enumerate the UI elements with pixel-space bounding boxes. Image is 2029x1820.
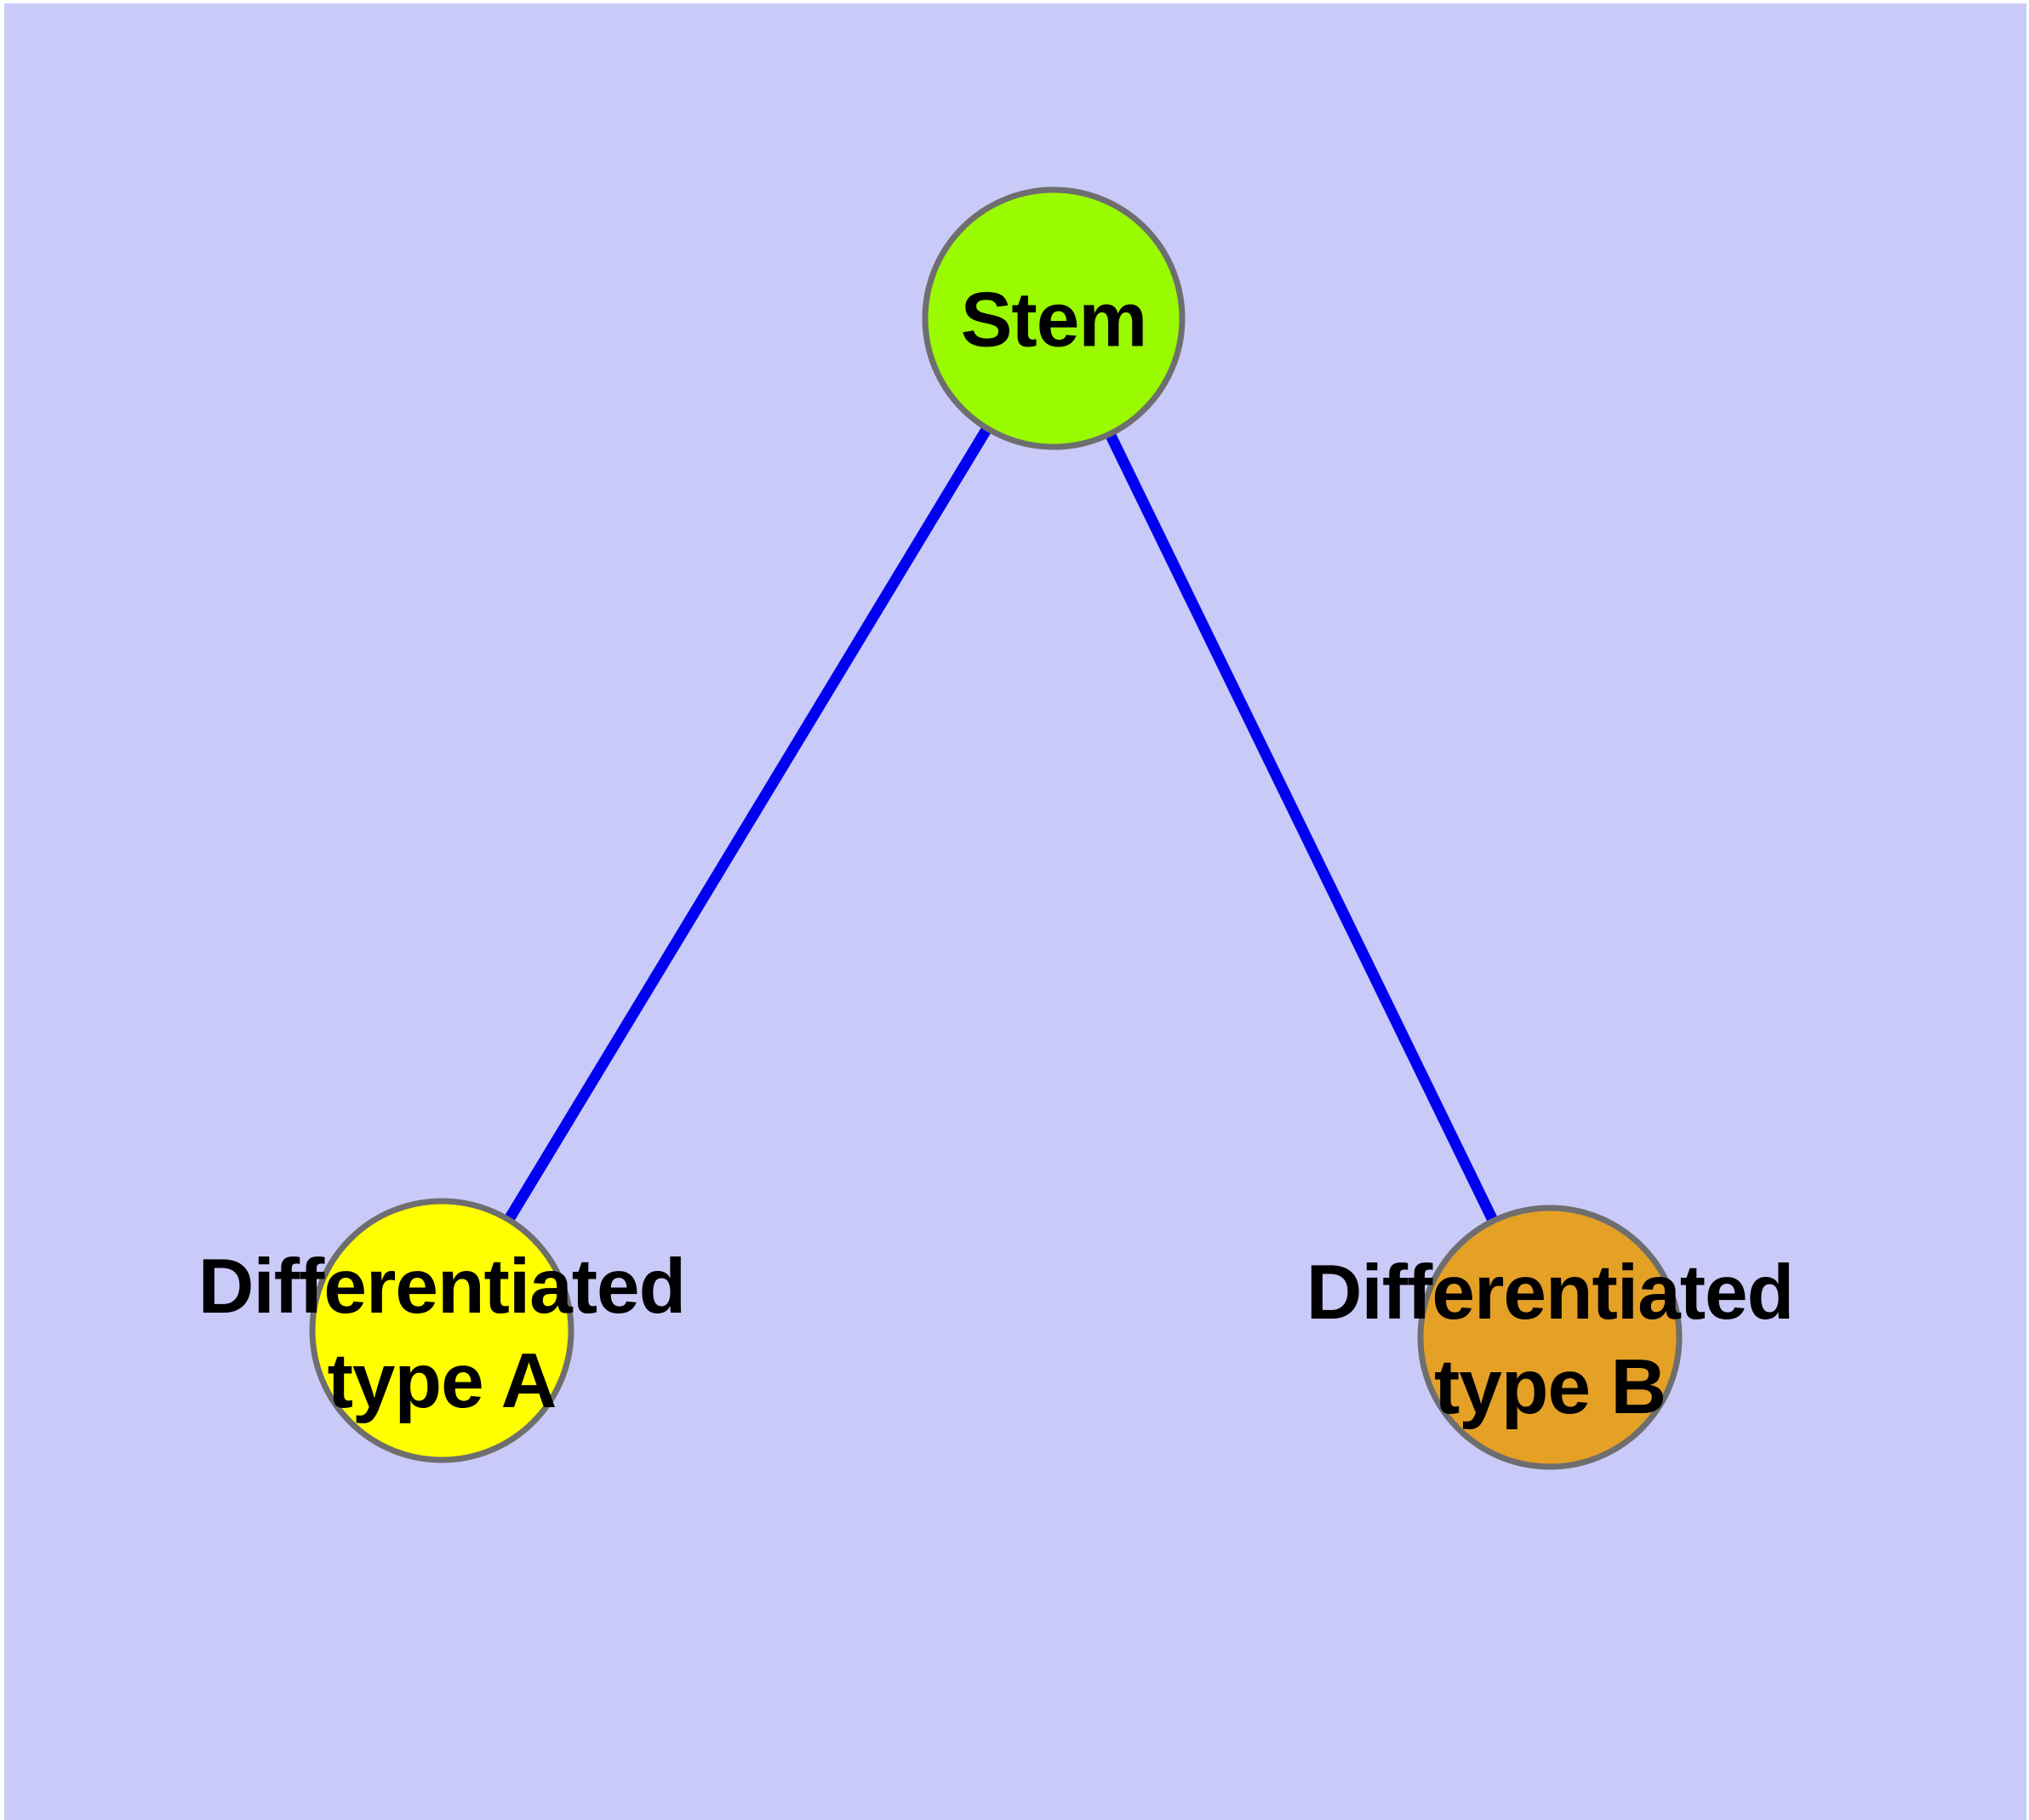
edge-stem-to-type-a xyxy=(437,315,1059,1334)
window-edge-left xyxy=(0,0,4,1820)
node-differentiated-type-a-circle xyxy=(309,1198,574,1463)
node-stem-label: Stem xyxy=(960,277,1148,363)
node-stem-circle xyxy=(922,186,1186,450)
node-differentiated-type-b-label: Differentiated type B xyxy=(1306,1250,1795,1430)
window-edge-right xyxy=(2026,0,2029,1820)
window-edge-top xyxy=(0,0,2029,3)
node-differentiated-type-a-label: Differentiated type A xyxy=(197,1244,687,1424)
edge-stem-to-type-b xyxy=(1049,316,1555,1340)
node-differentiated-type-b-circle xyxy=(1417,1205,1683,1470)
